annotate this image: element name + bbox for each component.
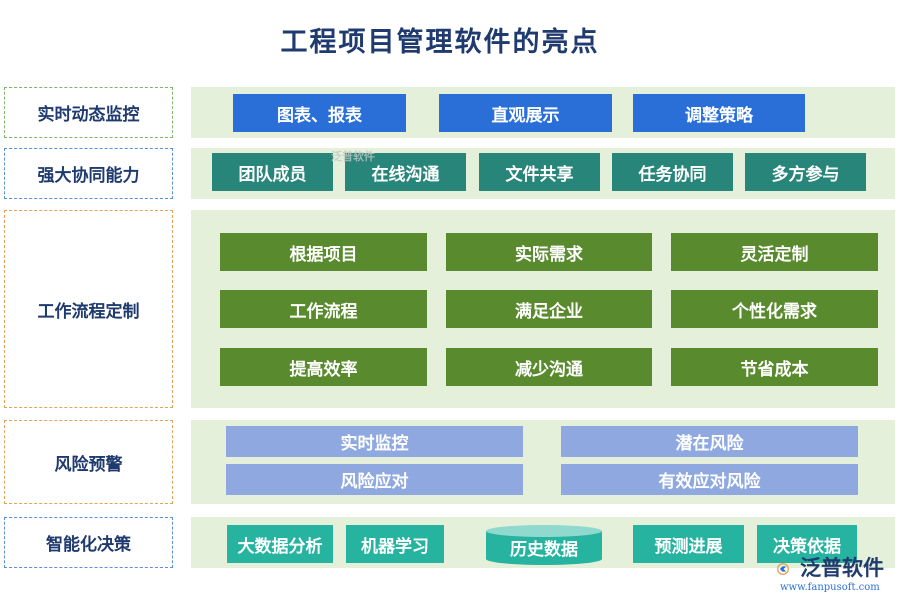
box-multi-party: 多方参与 xyxy=(745,153,866,191)
brand-url: www.fanpusoft.com xyxy=(780,582,880,593)
box-adjust-strategy: 调整策略 xyxy=(633,94,805,132)
box-potential-risk: 潜在风险 xyxy=(561,426,858,457)
box-predict-progress: 预测进展 xyxy=(633,525,744,563)
box-improve-efficiency: 提高效率 xyxy=(220,348,427,386)
box-visual-display: 直观展示 xyxy=(439,94,612,132)
brand-logo-icon xyxy=(777,563,789,575)
label-collaboration: 强大协同能力 xyxy=(4,148,173,199)
box-realtime-monitor: 实时监控 xyxy=(226,426,523,457)
label-intelligent-decision: 智能化决策 xyxy=(4,517,173,568)
box-meet-enterprise: 满足企业 xyxy=(446,290,652,328)
box-workflow: 工作流程 xyxy=(220,290,427,328)
box-historical-data: 历史数据 xyxy=(510,539,578,560)
box-big-data-analysis: 大数据分析 xyxy=(227,525,333,563)
box-flexible-customization: 灵活定制 xyxy=(671,233,878,271)
watermark-brand-mid: 泛普软件 xyxy=(331,150,375,163)
box-task-collaboration: 任务协同 xyxy=(612,153,733,191)
box-by-project: 根据项目 xyxy=(220,233,427,271)
box-reduce-communication: 减少沟通 xyxy=(446,348,652,386)
box-effective-risk-response: 有效应对风险 xyxy=(561,464,858,495)
page-title: 工程项目管理软件的亮点 xyxy=(280,27,600,58)
label-realtime-monitoring: 实时动态监控 xyxy=(4,87,173,138)
box-file-sharing: 文件共享 xyxy=(479,153,600,191)
box-risk-response: 风险应对 xyxy=(226,464,523,495)
box-machine-learning: 机器学习 xyxy=(346,525,444,563)
box-decision-basis: 决策依据 xyxy=(757,525,857,563)
box-online-communication: 在线沟通 xyxy=(345,153,466,191)
box-actual-needs: 实际需求 xyxy=(446,233,652,271)
box-save-cost: 节省成本 xyxy=(671,348,878,386)
box-personalized-needs: 个性化需求 xyxy=(671,290,878,328)
cylinder-database-icon xyxy=(486,525,602,565)
label-risk-warning: 风险预警 xyxy=(4,420,173,504)
label-workflow-customization: 工作流程定制 xyxy=(4,210,173,408)
box-charts-reports: 图表、报表 xyxy=(233,94,406,132)
brand-logo-text: 泛普软件 xyxy=(800,556,884,580)
box-team-members: 团队成员 xyxy=(212,153,333,191)
